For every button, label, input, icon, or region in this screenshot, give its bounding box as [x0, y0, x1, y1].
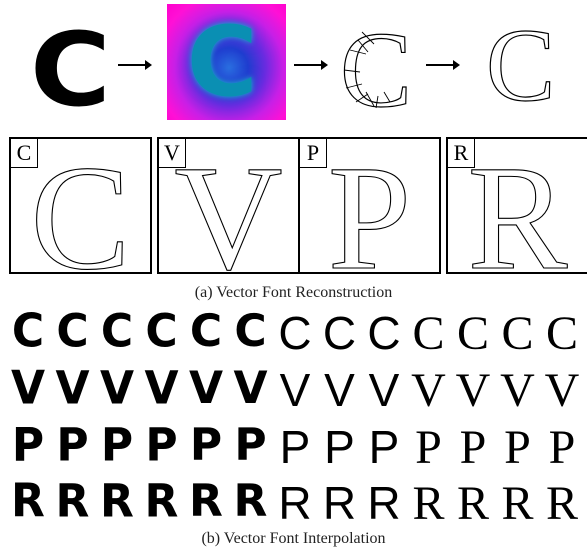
- interpolation-glyph: P: [95, 423, 139, 468]
- interpolation-glyph: R: [407, 480, 451, 528]
- box-glyph: V: [159, 143, 298, 274]
- arrow-right-icon: [294, 64, 326, 66]
- distance-field-glyph: C: [187, 14, 257, 110]
- interpolation-glyph: P: [540, 424, 584, 472]
- interpolation-glyph: V: [51, 366, 95, 412]
- interpolation-glyph: R: [184, 480, 228, 525]
- interpolation-glyph: R: [95, 479, 139, 524]
- interpolation-glyph: V: [6, 366, 50, 412]
- source-glyph-c: C: [30, 20, 111, 122]
- box-glyph: R: [448, 143, 587, 274]
- interpolation-glyph: V: [184, 367, 228, 412]
- interpolation-caption: (b) Vector Font Interpolation: [0, 530, 587, 548]
- reconstruction-box-v: V V: [157, 137, 300, 274]
- interpolation-glyph: C: [496, 310, 540, 358]
- interpolation-glyph: C: [229, 310, 273, 354]
- interpolation-glyph: V: [540, 367, 584, 415]
- reconstruction-box-r: R R: [446, 137, 587, 274]
- interpolation-glyph: R: [496, 480, 540, 528]
- interpolation-glyph: R: [51, 479, 95, 525]
- interpolation-glyph: P: [496, 424, 540, 472]
- interpolation-glyph: C: [95, 309, 139, 354]
- interpolation-glyph: C: [362, 310, 406, 356]
- interpolation-glyph: P: [229, 424, 273, 468]
- svg-text:C: C: [340, 14, 410, 116]
- interpolation-glyph: P: [51, 423, 95, 469]
- interpolation-glyph: P: [184, 424, 228, 469]
- interpolation-glyph: V: [273, 367, 317, 413]
- interpolation-glyph: V: [496, 367, 540, 415]
- reconstruction-caption: (a) Vector Font Reconstruction: [0, 284, 587, 302]
- arrow-right-icon: [118, 64, 150, 66]
- interpolation-glyph: R: [6, 479, 50, 525]
- arrow-right-icon: [426, 64, 458, 66]
- interpolation-glyph: R: [140, 479, 184, 524]
- interpolation-glyph: P: [451, 424, 495, 472]
- interpolation-glyph: P: [140, 423, 184, 468]
- interpolation-glyph: C: [184, 310, 228, 355]
- interpolation-glyph: R: [451, 480, 495, 528]
- interpolation-glyph: C: [6, 309, 50, 355]
- box-glyph: P: [300, 143, 439, 274]
- interpolation-glyph: R: [273, 480, 317, 526]
- interpolation-glyph: R: [540, 480, 584, 528]
- box-glyph: C: [11, 143, 150, 274]
- interpolation-glyph: V: [229, 367, 273, 411]
- interpolation-glyph: V: [451, 367, 495, 415]
- reconstruction-box-c: C C: [9, 137, 152, 274]
- interpolation-glyph: V: [95, 366, 139, 411]
- interpolation-glyph: R: [229, 480, 273, 524]
- interpolation-glyph: C: [51, 309, 95, 355]
- bezier-segments-glyph: C: [338, 14, 410, 116]
- interpolation-glyph: C: [540, 310, 584, 358]
- interpolation-glyph: V: [140, 366, 184, 411]
- reconstructed-outline-glyph: C: [486, 14, 555, 118]
- interpolation-glyph: V: [407, 367, 451, 415]
- interpolation-glyph: C: [451, 310, 495, 358]
- interpolation-glyph: P: [407, 424, 451, 472]
- interpolation-glyph: C: [318, 310, 362, 356]
- interpolation-glyph: V: [318, 367, 362, 413]
- interpolation-glyph: R: [318, 480, 362, 526]
- interpolation-glyph: P: [318, 424, 362, 470]
- interpolation-glyph: R: [362, 480, 406, 526]
- reconstruction-box-p: P P: [298, 137, 441, 274]
- interpolation-glyph: V: [362, 367, 406, 413]
- interpolation-glyph: C: [273, 310, 317, 356]
- interpolation-glyph: P: [6, 423, 50, 469]
- interpolation-glyph: C: [140, 309, 184, 354]
- interpolation-glyph: P: [273, 424, 317, 470]
- interpolation-glyph: P: [362, 424, 406, 470]
- interpolation-glyph: C: [407, 310, 451, 358]
